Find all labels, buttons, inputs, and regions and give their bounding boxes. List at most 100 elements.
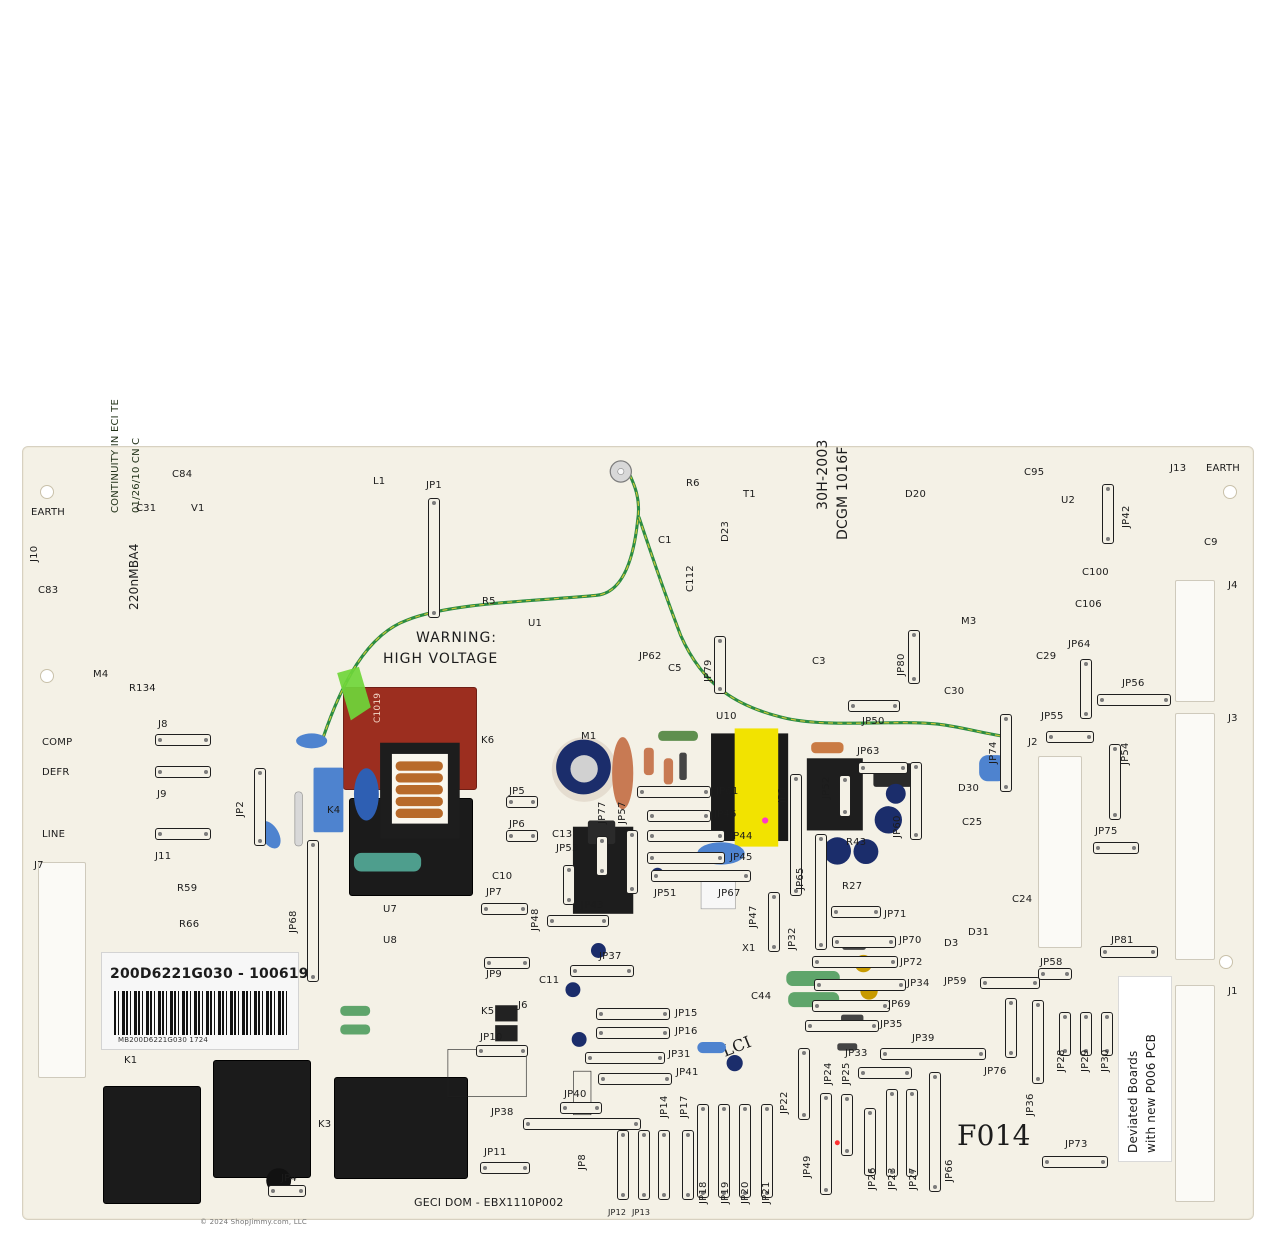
designator-jp25: JP25: [841, 1062, 852, 1085]
designator-jp13: JP13: [632, 1208, 651, 1217]
designator-jp45: JP45: [730, 852, 753, 863]
designator-c9: C9: [1204, 537, 1218, 548]
designator-jp31: JP31: [668, 1049, 691, 1060]
earth-right-label: EARTH: [1206, 463, 1241, 474]
designator-j13: J13: [1170, 463, 1187, 474]
designator-jp5: JP5: [509, 786, 525, 797]
jumper-jp47: [768, 892, 780, 952]
jumper-jp11: [480, 1162, 530, 1174]
jumper-jp33: [858, 1067, 912, 1079]
designator-j10: J10: [29, 545, 40, 562]
jumper-jp41: [598, 1073, 672, 1085]
designator-c25: C25: [962, 817, 983, 828]
mount-hole-mid-left: [40, 669, 54, 683]
designator-jp11: JP11: [484, 1147, 507, 1158]
designator-l1: L1: [373, 476, 386, 487]
relay-k6-code: C1019: [373, 692, 383, 723]
jumper-jp21: [761, 1104, 773, 1198]
warning-line1: WARNING:: [416, 630, 498, 646]
designator-jp59: JP59: [944, 976, 967, 987]
designator-jp14: JP14: [659, 1095, 670, 1118]
designator-d20: D20: [905, 489, 927, 500]
jumper-jp56: [1097, 694, 1171, 706]
jumper-jp36: [1032, 1000, 1044, 1084]
designator-jp43: JP43: [581, 900, 604, 911]
designator-jp4: JP4: [281, 1173, 297, 1184]
designator-jp77: JP77: [597, 801, 608, 824]
jumper-jp68: [307, 840, 319, 982]
jumper-jp66: [929, 1072, 941, 1192]
designator-jp23: JP23: [887, 1167, 898, 1190]
jumper-jp44: [647, 830, 725, 842]
designator-jp30: JP30: [1100, 1049, 1111, 1072]
designator-jp67: JP67: [718, 888, 741, 899]
designator-jp55: JP55: [1041, 711, 1064, 722]
jumper-jp72: [812, 956, 898, 968]
jumper-jp38: [523, 1118, 641, 1130]
jumper-jp40: [560, 1102, 602, 1114]
designator-jp46: JP46: [714, 809, 737, 820]
designator-u1: U1: [528, 618, 543, 629]
designator-jp81: JP81: [1111, 935, 1134, 946]
comp-label: COMP: [42, 737, 73, 748]
jumper-jp23: [886, 1089, 898, 1177]
designator-jp3: JP3: [777, 787, 788, 803]
designator-k6: K6: [481, 735, 495, 746]
designator-jp7: JP7: [486, 887, 502, 898]
designator-jp38: JP38: [491, 1107, 514, 1118]
jumper-jp4: [268, 1185, 306, 1197]
bottom-code: GECI DOM - EBX1110P002: [414, 1196, 564, 1209]
jumper-jp6: [506, 830, 538, 842]
jumper-jp49: [820, 1093, 832, 1195]
deviated-note-line1: Deviated Boards: [1126, 1050, 1140, 1153]
designator-jp29: JP29: [1080, 1049, 1091, 1072]
jumper-jp73: [1042, 1156, 1108, 1168]
jumper-jp43: [547, 915, 609, 927]
designator-c11: C11: [539, 975, 560, 986]
designator-jp51: JP51: [654, 888, 677, 899]
connector-j2: [1038, 756, 1082, 948]
jumper-jp71: [831, 906, 881, 918]
jumper-jp67: [651, 870, 751, 882]
designator-jp34: JP34: [907, 978, 930, 989]
mount-hole-top-left: [40, 485, 54, 499]
jumper-jp42: [1102, 484, 1114, 544]
jumper-jp20: [739, 1104, 751, 1198]
jumper-j11: [155, 828, 211, 840]
designator-jp16: JP16: [675, 1026, 698, 1037]
designator-jp80: JP80: [896, 653, 907, 676]
designator-r5: R5: [482, 596, 496, 607]
jumper-jp10: [476, 1045, 528, 1057]
designator-jp17: JP17: [679, 1095, 690, 1118]
jumper-jp22: [798, 1048, 810, 1120]
footer-copyright: © 2024 ShopJimmy.com, LLC: [200, 1218, 307, 1226]
designator-jp49: JP49: [802, 1155, 813, 1178]
designator-jp20: JP20: [740, 1181, 751, 1204]
designator-jp8: JP8: [577, 1154, 588, 1170]
designator-t1: T1: [743, 489, 756, 500]
designator-r134: R134: [129, 683, 156, 694]
jumper-jp29: [1080, 1012, 1092, 1056]
designator-c1: C1: [658, 535, 672, 546]
designator-j6: J6: [518, 1000, 528, 1011]
designator-jp75: JP75: [1095, 826, 1118, 837]
jumper-jp27: [906, 1089, 918, 1177]
designator-c10: C10: [492, 871, 513, 882]
designator-jp26: JP26: [867, 1167, 878, 1190]
designator-r66: R66: [179, 919, 200, 930]
jumper-jp74: [1000, 714, 1012, 792]
jumper-jp31: [585, 1052, 665, 1064]
designator-c112: C112: [685, 565, 696, 592]
mount-hole-mid-right: [1219, 955, 1233, 969]
relay-k3: [334, 1077, 468, 1179]
designator-jp48: JP48: [530, 908, 541, 931]
designator-c31: C31: [136, 503, 157, 514]
connector-j3: [1175, 713, 1215, 960]
relay-k6: [343, 687, 477, 790]
designator-jp65: JP65: [795, 867, 806, 890]
designator-j4: J4: [1228, 580, 1238, 591]
designator-jp74: JP74: [988, 741, 999, 764]
designator-c44: C44: [751, 991, 772, 1002]
jumper-jp69: [812, 1000, 890, 1012]
designator-d23: D23: [720, 520, 731, 542]
